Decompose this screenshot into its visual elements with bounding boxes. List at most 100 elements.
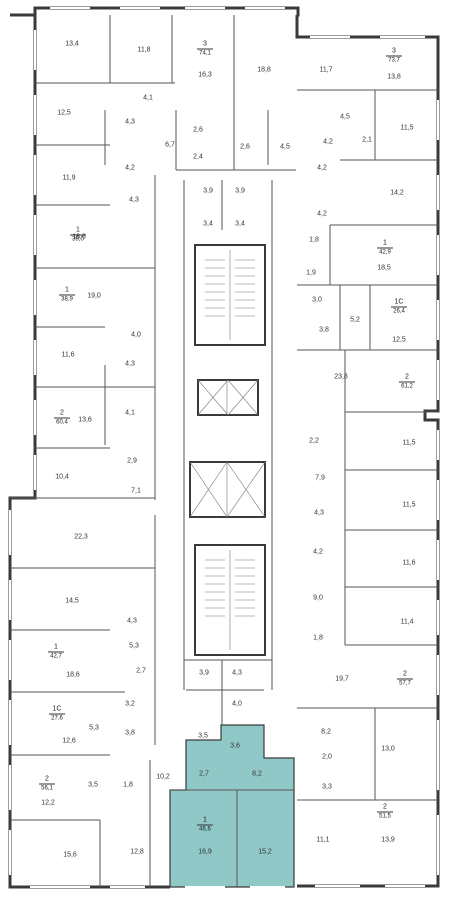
room-area-label: 4,1 — [125, 409, 135, 417]
apartment-area: 56,1 — [41, 785, 53, 792]
apartment-rooms: 1 — [54, 643, 58, 651]
room-area-label: 7,1 — [131, 487, 141, 495]
apartment-area: 38,9 — [61, 296, 73, 303]
room-area-label: 4,2 — [323, 138, 333, 146]
room-area-label: 5,3 — [129, 642, 139, 650]
room-area-label: 12,8 — [130, 848, 144, 856]
room-area-label: 12,5 — [392, 336, 406, 344]
room-area-label: 19,0 — [87, 292, 101, 300]
room-area-label: 4,0 — [232, 700, 242, 708]
room-area-label: 2,0 — [322, 753, 332, 761]
room-area-label: 3,9 — [235, 187, 245, 195]
room-area-label: 2,7 — [199, 770, 209, 778]
room-area-label: 2,2 — [309, 437, 319, 445]
room-area-label: 4,2 — [317, 164, 327, 172]
apartment-rooms: 1С — [394, 298, 404, 306]
room-area-label: 4,1 — [143, 94, 153, 102]
room-area-label: 8,2 — [321, 728, 331, 736]
room-area-label: 11,4 — [400, 618, 414, 626]
room-area-label: 1,8 — [309, 236, 319, 244]
room-area-label: 1,9 — [306, 269, 316, 277]
room-area-label: 6,7 — [165, 141, 175, 149]
apartment-rooms: 2 — [60, 409, 64, 417]
room-area-label: 4,3 — [232, 669, 242, 677]
room-area-label: 11,5 — [402, 501, 416, 509]
room-area-label: 4,3 — [125, 118, 135, 126]
room-area-label: 3,3 — [322, 783, 332, 791]
apartment-area: 42,7 — [50, 653, 62, 660]
room-area-label: 4,2 — [313, 548, 323, 556]
room-area-label: 8,2 — [252, 770, 262, 778]
room-area-label: 18,5 — [377, 264, 391, 272]
apartment-rooms: 1 — [76, 226, 80, 234]
room-area-label: 3,2 — [125, 700, 135, 708]
room-area-label: 7,9 — [315, 474, 325, 482]
room-area-label: 14,2 — [390, 189, 404, 197]
room-area-label: 18,8 — [257, 66, 271, 74]
room-area-label: 2,6 — [193, 126, 203, 134]
room-area-label: 3,5 — [198, 732, 208, 740]
room-area-label: 3,0 — [312, 296, 322, 304]
room-area-label: 11,5 — [402, 439, 416, 447]
room-area-label: 19,7 — [335, 675, 349, 683]
stair-treads — [189, 250, 266, 650]
room-area-label: 11,6 — [402, 559, 416, 567]
room-area-label: 2,6 — [240, 143, 250, 151]
apartment-area: 73,7 — [388, 57, 400, 64]
apartment-area: 51,5 — [379, 813, 391, 820]
room-area-label: 3,8 — [319, 326, 329, 334]
room-area-label: 10,4 — [55, 473, 69, 481]
room-area-label: 13,6 — [78, 416, 92, 424]
room-area-label: 2,9 — [127, 457, 137, 465]
room-area-label: 5,2 — [350, 316, 360, 324]
room-area-label: 4,5 — [340, 113, 350, 121]
room-area-label: 3,4 — [203, 220, 213, 228]
room-area-label: 1,8 — [313, 634, 323, 642]
room-area-label: 18,6 — [72, 233, 86, 241]
room-area-label: 13,0 — [381, 745, 395, 753]
apartment-badge[interactable]: 1С 26,4 — [391, 299, 407, 316]
windows — [9, 7, 439, 888]
room-area-label: 3,5 — [88, 781, 98, 789]
room-area-label: 11,7 — [319, 66, 333, 74]
apartment-area: 46,6 — [199, 826, 211, 833]
room-area-label: 9,0 — [313, 594, 323, 602]
apartment-area: 27,6 — [51, 715, 63, 722]
room-area-label: 4,3 — [127, 617, 137, 625]
room-area-label: 4,3 — [125, 360, 135, 368]
apartment-rooms: 3 — [203, 40, 207, 48]
room-area-label: 4,3 — [314, 509, 324, 517]
room-area-label: 1,8 — [123, 781, 133, 789]
room-area-label: 12,5 — [57, 109, 71, 117]
room-area-label: 23,8 — [334, 373, 348, 381]
room-area-label: 2,4 — [193, 153, 203, 161]
apartment-rooms: 2 — [403, 670, 407, 678]
apartment-rooms: 2 — [383, 803, 387, 811]
room-area-label: 2,7 — [136, 667, 146, 675]
room-area-label: 4,2 — [125, 164, 135, 172]
apartment-area: 39,0 — [72, 236, 84, 243]
room-area-label: 11,5 — [400, 124, 414, 132]
apartment-area: 42,9 — [379, 249, 391, 256]
apartment-rooms: 1 — [203, 816, 207, 824]
room-area-label: 3,4 — [235, 220, 245, 228]
room-area-label: 4,0 — [131, 331, 141, 339]
apartment-area: 26,4 — [393, 308, 405, 315]
room-area-label: 15,6 — [63, 851, 77, 859]
apartment-area: 60,4 — [56, 419, 68, 426]
room-area-label: 11,8 — [137, 46, 151, 54]
